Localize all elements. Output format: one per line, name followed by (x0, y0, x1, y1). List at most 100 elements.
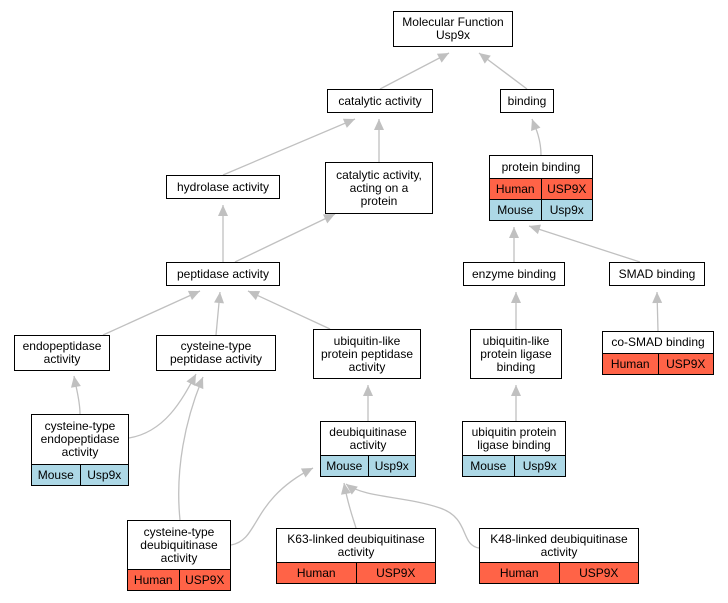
edge-line (345, 483, 480, 549)
go-term-node-hydrolase[interactable]: hydrolase activity (166, 175, 280, 199)
go-term-label: Molecular Function Usp9x (402, 15, 504, 42)
edge-arrowhead (187, 290, 200, 301)
edge-arrowhead (322, 214, 335, 224)
annotation-gene[interactable]: USP9X (657, 354, 714, 374)
annotation-species: Mouse (497, 203, 534, 217)
go-term-label: co-SMAD binding (611, 335, 705, 349)
edge-arrowhead (214, 292, 225, 304)
annotation-species: Human (133, 573, 173, 587)
annotation-species: Mouse (326, 459, 363, 473)
annotation-gene[interactable]: Usp9x (367, 456, 416, 476)
edge-arrowhead (342, 118, 355, 128)
go-term-node-binding[interactable]: binding (500, 89, 554, 113)
annotation-species: Human (296, 566, 336, 580)
edge-line (222, 118, 356, 176)
annotation-gene[interactable]: USP9X (558, 563, 639, 583)
annotation-gene[interactable]: USP9X (540, 179, 593, 199)
edge-arrowhead (652, 292, 663, 304)
go-term-label: deubiquitinase activity (329, 424, 407, 452)
annotation-species: Human (499, 566, 539, 580)
annotation-gene[interactable]: Usp9x (513, 456, 566, 476)
go-term-label: ubiquitin-like protein peptidase activit… (320, 333, 414, 374)
edge-arrowhead (346, 484, 358, 495)
annotation-species: Mouse (37, 468, 74, 482)
go-term-node-endopeptidase[interactable]: endopeptidase activity (14, 335, 110, 371)
edge-ub_ligase_binding-to-ubl_ligase_binding (511, 385, 521, 421)
edge-arrowhead (186, 374, 196, 387)
edge-arrowhead (194, 377, 204, 390)
annotation-row-human: Human USP9X (277, 562, 435, 583)
go-term-label: SMAD binding (618, 266, 696, 281)
go-term-label: protein binding (501, 159, 581, 174)
edge-peptidase-to-cat_protein (234, 213, 336, 263)
annotation-gene[interactable]: Usp9x (79, 465, 129, 485)
edge-cys_peptidase-to-peptidase (214, 291, 225, 336)
go-term-node-ubl-ligase-binding[interactable]: ubiquitin-like protein ligase binding (470, 329, 562, 379)
edge-k63-to-dub (340, 482, 357, 529)
edge-line (230, 467, 314, 546)
go-term-node-peptidase[interactable]: peptidase activity (166, 262, 280, 286)
edge-cys_dub-to-cys_peptidase (178, 376, 204, 521)
edge-catalytic-to-mf (379, 52, 450, 90)
annotation-row-mouse: Mouse Usp9x (32, 464, 128, 485)
edge-ubl_peptidase-to-peptidase (247, 290, 331, 330)
go-term-label: cysteine-type deubiquitinase activity (140, 524, 218, 565)
go-term-node-smad-binding[interactable]: SMAD binding (609, 262, 705, 286)
go-term-node-cat-protein[interactable]: catalytic activity, acting on a protein (325, 162, 433, 214)
edge-arrowhead (70, 376, 81, 388)
edge-ubl_ligase_binding-to-enzyme_binding (511, 292, 521, 329)
annotation-row-mouse: Mouse Usp9x (490, 199, 592, 220)
edge-smad_binding-to-protein_binding (528, 224, 641, 263)
go-term-label: hydrolase activity (176, 179, 270, 194)
annotation-row-human: Human USP9X (480, 562, 638, 583)
annotation-species: Mouse (470, 459, 507, 473)
edge-arrowhead (511, 292, 521, 303)
go-term-label: endopeptidase activity (22, 339, 102, 366)
edge-hydrolase-to-catalytic (222, 118, 356, 176)
go-term-label: catalytic activity, acting on a protein (336, 167, 422, 208)
edge-arrowhead (363, 385, 373, 396)
go-term-label: catalytic activity (338, 93, 422, 108)
edge-binding-to-mf (478, 52, 528, 90)
go-term-label: ubiquitin-like protein ligase binding (480, 333, 552, 374)
edge-line (102, 290, 201, 336)
annotation-gene[interactable]: Usp9x (540, 200, 593, 220)
edge-arrowhead (218, 205, 228, 216)
annotation-gene[interactable]: USP9X (178, 570, 231, 590)
edge-endopeptidase-to-peptidase (102, 290, 201, 336)
edge-cys_endopeptidase-to-endopeptidase (70, 375, 81, 415)
annotation-species: Human (610, 357, 650, 371)
edge-line (528, 225, 641, 263)
go-term-node-catalytic[interactable]: catalytic activity (327, 89, 433, 113)
go-term-node-mf[interactable]: Molecular Function Usp9x (393, 11, 513, 47)
annotation-row-human: Human USP9X (128, 569, 230, 590)
go-term-node-enzyme-binding[interactable]: enzyme binding (463, 262, 565, 286)
edge-line (234, 213, 336, 263)
edge-k48-to-dub (345, 483, 480, 549)
edge-line (178, 376, 204, 521)
go-term-label: enzyme binding (471, 266, 557, 281)
edge-protein_binding-to-binding (531, 118, 542, 156)
go-term-node-cys-peptidase[interactable]: cysteine-type peptidase activity (156, 335, 276, 371)
annotation-gene[interactable]: USP9X (355, 563, 436, 583)
edge-cat_protein-to-catalytic (374, 119, 384, 162)
go-term-label: cysteine-type endopeptidase activity (40, 419, 120, 459)
annotation-row-mouse: Mouse Usp9x (463, 455, 565, 476)
go-term-label: K48-linked deubiquitinase activity (490, 531, 628, 559)
go-term-node-ubl-peptidase[interactable]: ubiquitin-like protein peptidase activit… (313, 329, 421, 379)
edge-cosmad-to-smad_binding (652, 291, 663, 332)
annotation-row-human: Human USP9X (603, 353, 713, 374)
go-term-label: peptidase activity (176, 266, 270, 281)
edge-line (379, 52, 450, 90)
edge-arrowhead (531, 119, 541, 132)
